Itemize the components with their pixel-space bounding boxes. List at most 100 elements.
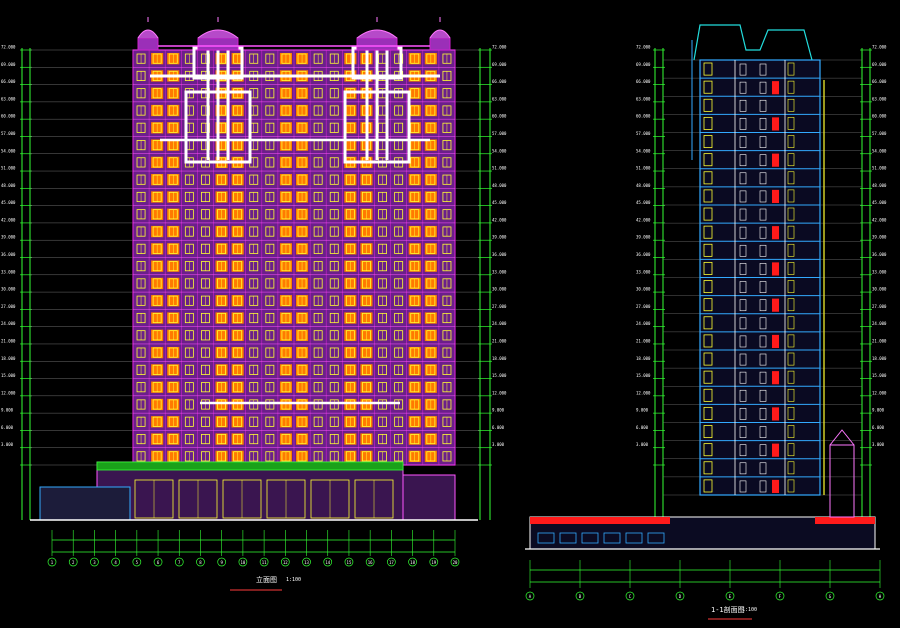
section-window <box>787 370 795 384</box>
grid-bubble-label: 15 <box>347 560 352 565</box>
section-door <box>759 81 767 94</box>
level-tag: 54.000 <box>636 148 651 153</box>
grid-bubble-label: 6 <box>157 560 160 565</box>
grid-bubble <box>450 557 460 567</box>
grid-bubble <box>217 557 227 567</box>
grid-bubble-label: 8 <box>199 560 202 565</box>
section-window <box>703 298 713 312</box>
level-tag: 27.000 <box>492 304 507 309</box>
grid-bubble <box>429 557 439 567</box>
section-stair-cut <box>772 117 779 131</box>
grid-bubble-label: 19 <box>431 560 436 565</box>
level-tag: 66.000 <box>872 79 887 84</box>
section-door <box>759 118 767 130</box>
section-window <box>703 316 713 330</box>
section-window <box>703 334 713 348</box>
level-tag: 33.000 <box>872 269 887 274</box>
section-stair-cut <box>772 226 779 240</box>
section-door <box>759 172 767 185</box>
grid-bubble-label: 5 <box>136 560 139 565</box>
section-window <box>787 207 795 221</box>
grid-bubble <box>575 591 585 601</box>
roof-dome <box>356 29 398 39</box>
grid-bubble <box>111 557 120 567</box>
section-door <box>759 154 767 167</box>
section-window <box>787 117 795 130</box>
podium-slab-red <box>530 517 670 524</box>
level-tag: 54.000 <box>872 148 887 153</box>
grid-bubble <box>625 591 635 601</box>
section-door <box>759 462 767 475</box>
section-window <box>787 443 795 457</box>
section-door <box>759 408 767 420</box>
level-tag: 60.000 <box>636 114 651 119</box>
level-tag: 27.000 <box>1 304 16 309</box>
grid-bubble-label: 13 <box>304 560 309 565</box>
level-tag: 69.000 <box>636 62 651 67</box>
section-door <box>759 480 767 493</box>
grid-bubble-label: H <box>879 594 882 599</box>
section-title: 1-1剖面图 <box>711 606 745 614</box>
section-window <box>703 225 713 239</box>
section-window <box>787 479 795 493</box>
section-door <box>739 371 747 384</box>
grid-bubble <box>280 557 290 567</box>
section-window <box>787 189 795 203</box>
section-door <box>739 353 747 366</box>
level-tag: 9.000 <box>872 408 885 413</box>
grid-bubble <box>775 591 785 601</box>
section-window <box>703 388 713 402</box>
section-window <box>787 153 795 167</box>
level-tag: 9.000 <box>492 408 505 413</box>
level-tag: 30.000 <box>1 287 16 292</box>
roof-dome <box>137 29 159 39</box>
level-tag: 33.000 <box>636 269 651 274</box>
level-tag: 15.000 <box>872 373 887 378</box>
grid-bubble <box>365 557 375 567</box>
grid-bubble-label: 20 <box>453 560 458 565</box>
elevation-scale: 1:100 <box>286 577 302 583</box>
section-stair-cut <box>772 371 779 385</box>
section-window <box>787 388 795 402</box>
section-door <box>739 335 747 348</box>
level-tag: 36.000 <box>492 252 507 257</box>
grid-bubble <box>132 557 142 567</box>
section-door <box>759 226 767 239</box>
section-door <box>759 99 767 112</box>
level-tag: 39.000 <box>636 235 651 240</box>
grid-bubble <box>344 557 354 567</box>
level-tag: 45.000 <box>636 200 651 205</box>
section-door <box>739 63 747 76</box>
section-window <box>787 316 795 330</box>
grid-bubble-label: F <box>779 594 782 599</box>
section-door <box>739 81 747 94</box>
section-door <box>739 281 747 293</box>
section-door <box>759 244 767 257</box>
grid-bubble <box>408 557 417 567</box>
level-tag: 42.000 <box>1 217 16 222</box>
section-door <box>739 136 747 148</box>
section-window <box>703 280 713 294</box>
section-roof-profile <box>693 24 813 61</box>
section-window <box>787 243 795 257</box>
level-tag: 15.000 <box>636 373 651 378</box>
grid-bubble-label: 18 <box>410 560 415 565</box>
level-tag: 6.000 <box>1 425 14 430</box>
entry-pavilion <box>829 444 855 518</box>
parking-bay <box>537 532 555 544</box>
section-door <box>759 444 767 457</box>
grid-bubble-label: 7 <box>178 560 181 565</box>
section-door <box>759 335 767 348</box>
level-tag: 48.000 <box>1 183 16 188</box>
section-window <box>787 98 795 112</box>
section-window <box>787 298 795 312</box>
level-tag: 51.000 <box>492 166 507 171</box>
section-door <box>739 244 747 257</box>
section-door <box>759 281 767 293</box>
level-tag: 57.000 <box>636 131 651 136</box>
section-window <box>787 407 795 420</box>
roof-turret <box>429 37 451 51</box>
level-tag: 45.000 <box>872 200 887 205</box>
grid-bubble-label: 3 <box>93 560 96 565</box>
section-door <box>759 389 767 402</box>
